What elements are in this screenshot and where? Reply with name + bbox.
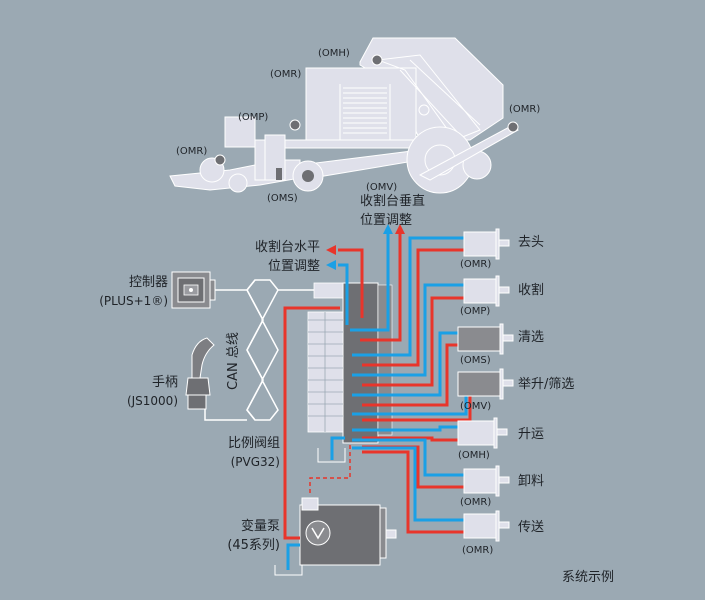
hopper-box (305, 67, 417, 141)
machine-tag-omv: (OMV) (366, 182, 398, 193)
pump-label: 变量泵 (240, 519, 280, 534)
valve-group-model: (PVG32) (230, 455, 280, 469)
motor-function-4: 举升/筛选 (518, 377, 575, 392)
motor-type-1: (OMR) (460, 259, 492, 270)
motor-function-2: 收割 (518, 283, 545, 298)
header-vertical-label-2: 位置调整 (360, 213, 413, 228)
motor-function-1: 去头 (518, 235, 545, 250)
motor-icon-7 (463, 510, 510, 542)
hopper-grille (339, 84, 391, 140)
motor-icon-3 (457, 323, 514, 355)
header-vertical-label-1: 收割台垂直 (360, 194, 426, 209)
variable-pump (274, 497, 397, 576)
line-return (338, 263, 349, 325)
motor-type-7: (OMR) (462, 545, 494, 556)
front-box (224, 116, 256, 148)
can-bus-wiring (204, 279, 320, 421)
machine-tag-omr-rear: (OMR) (509, 104, 541, 115)
motor-type-4: (OMV) (460, 401, 492, 412)
line-pressure (360, 232, 402, 342)
motor-type-2: (OMP) (460, 306, 491, 317)
arrow-up-red (395, 224, 405, 234)
line-pressure (338, 248, 364, 318)
controller-model: (PLUS+1®) (99, 294, 168, 308)
joystick-label: 手柄 (151, 375, 178, 390)
machine-tag-omp: (OMP) (238, 112, 269, 123)
valve-group (307, 282, 393, 463)
joystick-model: (JS1000) (126, 394, 178, 408)
elevator-belt (377, 54, 481, 141)
small-wheel (228, 173, 248, 193)
motor-icon-1 (463, 228, 510, 260)
line-return (350, 232, 390, 332)
motor-function-5: 升运 (518, 427, 545, 442)
pump-model: (45系列) (227, 538, 280, 553)
motor-icon-6 (463, 465, 510, 497)
arrow-up-blue (383, 224, 393, 234)
machine-tag-omh: (OMH) (318, 48, 350, 59)
header-horizontal-label-2: 位置调整 (267, 259, 320, 274)
motor-function-3: 清选 (518, 330, 545, 345)
harvester-illustration (169, 37, 519, 194)
motor-icon-4 (457, 368, 514, 400)
machine-tag-oms: (OMS) (267, 193, 298, 204)
caption: 系统示例 (562, 570, 615, 585)
controller-device (171, 271, 216, 309)
joystick-device (185, 337, 215, 410)
machine-tag-omr-front: (OMR) (176, 146, 208, 157)
motor-type-3: (OMS) (460, 355, 491, 366)
motor-function-7: 传送 (518, 520, 545, 535)
motor-function-6: 卸料 (518, 474, 545, 489)
hydraulic-lines (283, 224, 488, 570)
motor-icon-2 (463, 275, 510, 307)
header-horizontal-label-1: 收割台水平 (254, 240, 320, 255)
motor-icon-5 (457, 417, 508, 449)
machine-tag-omr-top: (OMR) (270, 69, 302, 80)
motor-symbols (457, 228, 514, 542)
valve-group-label: 比例阀组 (227, 436, 280, 451)
motor-type-6: (OMR) (460, 497, 492, 508)
motor-type-5: (OMH) (458, 450, 490, 461)
controller-label: 控制器 (128, 275, 168, 290)
can-bus-label: CAN 总线 (226, 332, 241, 390)
